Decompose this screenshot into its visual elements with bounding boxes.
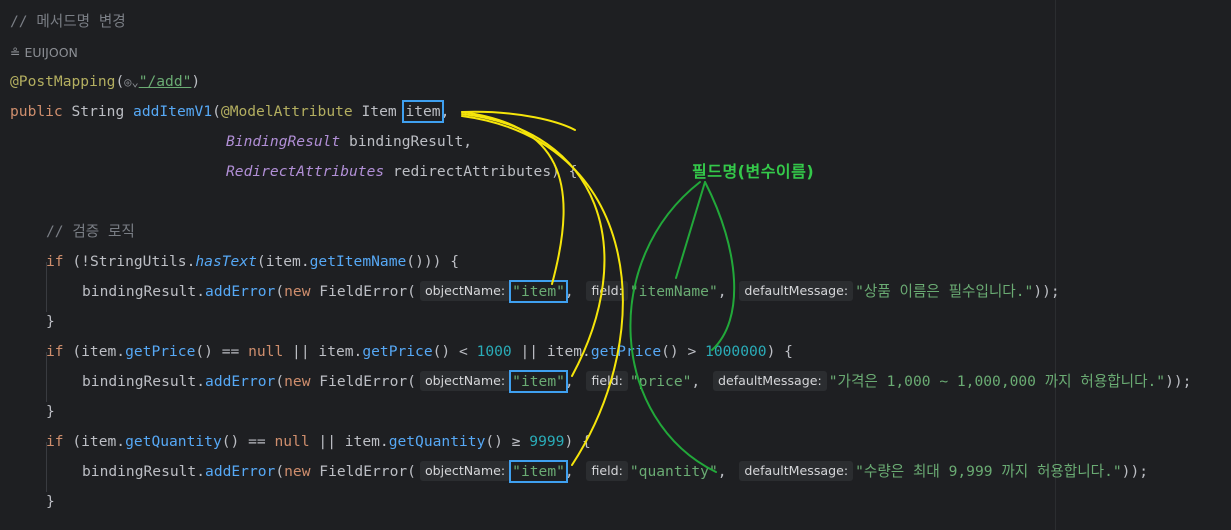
param-hint: defaultMessage:	[739, 461, 854, 481]
keyword: null	[248, 343, 284, 360]
method-call: getPrice	[362, 343, 433, 360]
author-name: EUIJOON	[24, 45, 78, 60]
string: "수량은 최대 9,999 까지 허용합니다."	[855, 463, 1122, 480]
keyword: if	[46, 253, 64, 270]
variable: bindingResult	[82, 373, 197, 390]
code-line-add-error[interactable]: bindingResult.addError(new FieldError(ob…	[82, 370, 1192, 393]
code-line-if[interactable]: if (item.getPrice() == null || item.getP…	[46, 343, 793, 360]
person-icon: ≗	[10, 45, 25, 60]
method-name: addItemV1	[133, 103, 213, 120]
method-call: addError	[205, 283, 276, 300]
object-name-highlight: "item"	[509, 460, 568, 483]
type: Item	[361, 103, 397, 120]
field-name-label: 필드명(변수이름)	[692, 162, 815, 181]
variable: bindingResult	[82, 283, 197, 300]
keyword: if	[46, 343, 64, 360]
param-hint: field:	[586, 371, 628, 391]
method-call: hasText	[195, 253, 257, 270]
code-line-signature[interactable]: public String addItemV1(@ModelAttribute …	[10, 100, 450, 123]
code-line-brace[interactable]: }	[46, 493, 55, 510]
code-line-add-error[interactable]: bindingResult.addError(new FieldError(ob…	[82, 280, 1060, 303]
string: "price"	[629, 373, 692, 390]
code-line-add-error[interactable]: bindingResult.addError(new FieldError(ob…	[82, 460, 1149, 483]
globe-icon[interactable]: ◎⌄	[124, 75, 139, 89]
object-name-highlight: "item"	[509, 370, 568, 393]
string: "가격은 1,000 ~ 1,000,000 까지 허용합니다."	[828, 373, 1166, 390]
keyword: new	[284, 463, 311, 480]
param-hint: objectName:	[419, 461, 511, 481]
code-line-comment[interactable]: // 메서드명 변경	[10, 7, 126, 37]
indent-guide	[46, 262, 47, 312]
number: 1000000	[705, 343, 767, 360]
indent-guide	[46, 442, 47, 492]
param-hint: defaultMessage:	[739, 281, 854, 301]
code-line-param[interactable]: RedirectAttributes redirectAttributes) {	[226, 163, 578, 180]
string: "itemName"	[629, 283, 718, 300]
method-call: addError	[205, 463, 276, 480]
class-name: StringUtils	[89, 253, 187, 270]
keyword: new	[284, 283, 311, 300]
number: 9999	[529, 433, 565, 450]
method-call: getItemName	[309, 253, 407, 270]
string: "quantity"	[629, 463, 718, 480]
keyword: new	[284, 373, 311, 390]
type: RedirectAttributes	[226, 163, 385, 180]
param: bindingResult,	[349, 133, 473, 150]
keyword: if	[46, 433, 64, 450]
code-line-if[interactable]: if (!StringUtils.hasText(item.getItemNam…	[46, 253, 459, 270]
comment: // 메서드명 변경	[10, 13, 126, 30]
param-hint: objectName:	[419, 371, 511, 391]
string: "상품 이름은 필수입니다."	[855, 283, 1034, 300]
method-call: getPrice	[125, 343, 196, 360]
method-call: getQuantity	[125, 433, 222, 450]
param: redirectAttributes	[392, 163, 552, 180]
code-line-if[interactable]: if (item.getQuantity() == null || item.g…	[46, 433, 591, 450]
comment: // 검증 로직	[46, 223, 135, 240]
author-hint[interactable]: ≗ EUIJOON	[10, 38, 78, 68]
object-name-highlight: "item"	[509, 280, 568, 303]
keyword: public	[10, 103, 63, 120]
code-line-annotation[interactable]: @PostMapping(◎⌄"/add")	[10, 73, 201, 90]
right-margin-guide	[1055, 0, 1056, 530]
method-call: getPrice	[590, 343, 662, 360]
code-line-comment[interactable]: // 검증 로직	[10, 217, 135, 247]
param-hint: defaultMessage:	[712, 371, 827, 391]
annotation: @ModelAttribute	[220, 103, 353, 120]
type: BindingResult	[226, 133, 341, 150]
method-call: getQuantity	[388, 433, 486, 450]
param-hint: field:	[586, 461, 628, 481]
variable: bindingResult	[82, 463, 197, 480]
param-hint: objectName:	[419, 281, 511, 301]
param-hint: field:	[586, 281, 628, 301]
code-line-brace[interactable]: }	[46, 403, 55, 420]
annotation: @PostMapping	[10, 73, 116, 90]
type: String	[71, 103, 125, 120]
keyword: null	[274, 433, 310, 450]
number: 1000	[476, 343, 512, 360]
class-name: FieldError	[319, 463, 408, 480]
class-name: FieldError	[319, 373, 408, 390]
class-name: FieldError	[319, 283, 408, 300]
code-line-param[interactable]: BindingResult bindingResult,	[10, 127, 472, 157]
code-line-brace[interactable]: }	[46, 313, 55, 330]
route-link[interactable]: "/add"	[138, 73, 192, 90]
method-call: addError	[205, 373, 276, 390]
indent-guide	[46, 352, 47, 402]
param-item-highlight: item	[402, 100, 444, 123]
